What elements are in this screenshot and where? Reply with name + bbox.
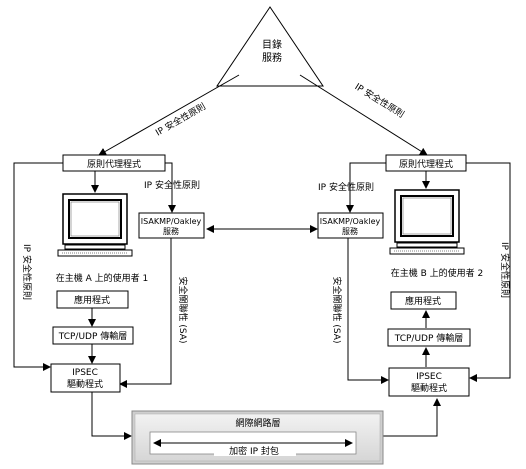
ipsec-a-to-network xyxy=(91,392,132,440)
ip-policy-side-label-a: IP 安全性原則 xyxy=(21,244,33,300)
internet-layer-label: 網際網路層 xyxy=(235,417,280,429)
ike-a-line2: 服務 xyxy=(163,226,179,236)
directory-label-line1: 目錄 xyxy=(262,38,282,51)
host-b-user-label: 在主機 B 上的使用者 2 xyxy=(391,267,483,279)
computer-a-icon xyxy=(57,171,133,257)
policy-agent-a: 原則代理程式 xyxy=(62,154,166,172)
application-box-b: 應用程式 xyxy=(390,291,457,310)
sa-label-b: 安全關聯性 (SA) xyxy=(331,277,343,344)
application-box-a: 應用程式 xyxy=(56,290,129,309)
policy-agent-a-label: 原則代理程式 xyxy=(87,158,141,170)
tcpudp-box-b: TCP/UDP 傳輸層 xyxy=(387,328,471,347)
ip-policy-side-label-b: IP 安全性原則 xyxy=(499,242,511,298)
ike-b-line1: ISAKMP/Oakley xyxy=(320,217,381,226)
computer-b-icon xyxy=(389,171,465,255)
policy-line-a-outer xyxy=(13,162,63,371)
policy-arrow-right xyxy=(299,74,428,156)
app-label-b: 應用程式 xyxy=(405,295,441,307)
ip-policy-label-ike-a: IP 安全性原則 xyxy=(144,179,200,191)
internet-layer-box: 網際網路層 加密 IP 封包 xyxy=(131,410,384,465)
network-to-ipsec-b xyxy=(383,398,441,437)
ipsec-a-line2: 驅動程式 xyxy=(67,378,103,390)
tcpudp-label-a: TCP/UDP 傳輸層 xyxy=(58,330,128,342)
encrypted-packet-label: 加密 IP 封包 xyxy=(229,445,279,457)
ike-b-line2: 服務 xyxy=(342,226,358,236)
app-label-a: 應用程式 xyxy=(74,294,110,306)
isakmp-oakley-a: ISAKMP/Oakley 服務 xyxy=(138,212,205,239)
isakmp-oakley-b: ISAKMP/Oakley 服務 xyxy=(317,212,384,239)
directory-label-line2: 服務 xyxy=(262,51,282,64)
ipsec-driver-a: IPSEC 驅動程式 xyxy=(50,363,121,393)
ip-policy-label-ike-b: IP 安全性原則 xyxy=(318,181,374,193)
policy-arrow-left xyxy=(98,74,240,156)
tcpudp-box-a: TCP/UDP 傳輸層 xyxy=(52,326,134,345)
policy-agent-b: 原則代理程式 xyxy=(385,154,467,172)
ip-policy-label-right: IP 安全性原則 xyxy=(353,81,407,121)
policy-agent-b-label: 原則代理程式 xyxy=(399,158,453,170)
ike-a-line1: ISAKMP/Oakley xyxy=(141,217,202,226)
tcpudp-label-b: TCP/UDP 傳輸層 xyxy=(394,332,464,344)
ipsec-b-line2: 驅動程式 xyxy=(411,382,447,394)
sa-label-a: 安全關聯性 (SA) xyxy=(177,277,189,344)
sa-line-b xyxy=(347,238,389,384)
policy-to-ike-b xyxy=(346,162,386,213)
host-a-user-label: 在主機 A 上的使用者 1 xyxy=(56,272,148,284)
policy-to-ike-a xyxy=(165,162,176,213)
ipsec-driver-b: IPSEC 驅動程式 xyxy=(388,367,470,397)
policy-line-b-outer xyxy=(466,162,511,382)
ipsec-a-line1: IPSEC xyxy=(72,368,98,378)
sa-line-a xyxy=(119,238,172,388)
ipsec-b-line1: IPSEC xyxy=(416,372,442,382)
directory-service: 目錄 服務 xyxy=(216,6,324,87)
